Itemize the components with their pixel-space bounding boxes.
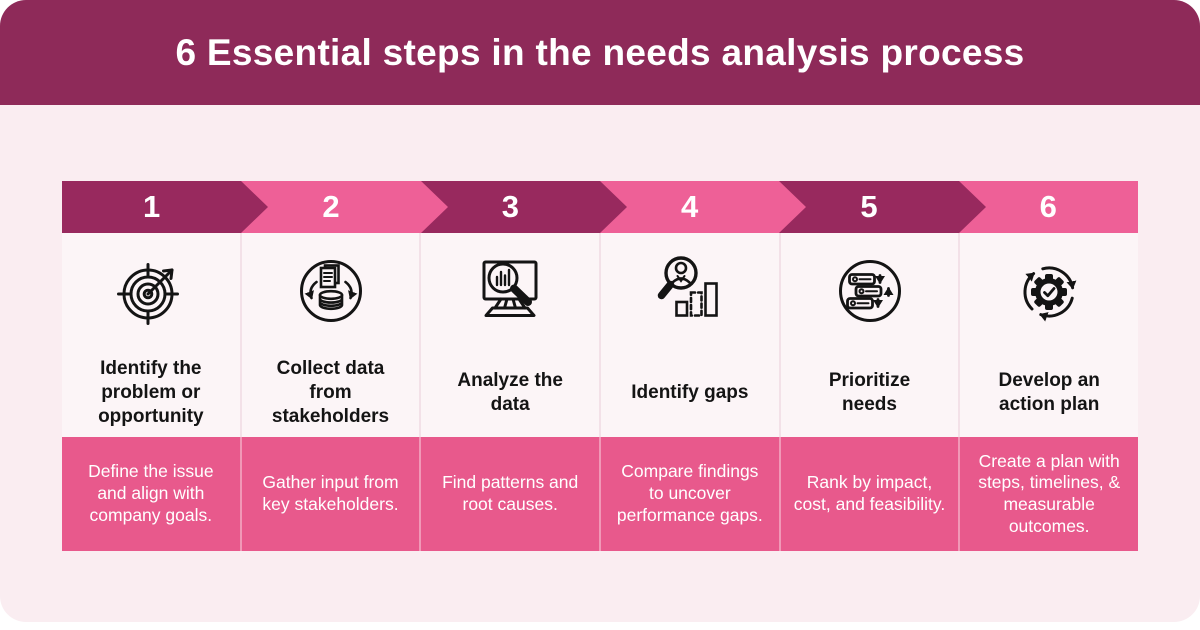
step-arrow-6: 6 — [958, 181, 1138, 233]
step-title: Collect data from stakeholders — [271, 358, 390, 427]
title-cell-1: Identify the problem or opportunity — [62, 349, 240, 437]
step-description: Rank by impact, cost, and feasibility. — [793, 472, 946, 514]
document-database-icon — [295, 255, 367, 327]
step-title: Prioritize needs — [828, 370, 911, 415]
description-cell-4: Compare findings to uncover performance … — [599, 437, 779, 551]
step-number: 4 — [681, 189, 699, 224]
description-cell-1: Define the issue and align with company … — [62, 437, 240, 551]
magnifier-person-bars-icon — [654, 255, 726, 327]
step-arrow-4: 4 — [599, 181, 807, 233]
step-title: Develop an action plan — [998, 370, 1100, 415]
step-description: Find patterns and root causes. — [442, 472, 579, 514]
icon-cell-5 — [778, 233, 959, 349]
icon-cell-6 — [958, 233, 1139, 349]
step-description: Create a plan with steps, timelines, & m… — [978, 450, 1121, 536]
step-title-row: Identify the problem or opportunity Coll… — [62, 349, 1139, 437]
title-cell-3: Analyze the data — [419, 349, 600, 437]
step-title: Identify gaps — [631, 382, 749, 404]
icon-cell-2 — [239, 233, 420, 349]
step-number: 1 — [143, 189, 161, 224]
step-number-row: 1 2 3 4 5 6 — [62, 181, 1138, 233]
description-cell-3: Find patterns and root causes. — [419, 437, 600, 551]
step-arrow-5: 5 — [779, 181, 987, 233]
step-number: 3 — [501, 189, 519, 224]
icon-cell-3 — [419, 233, 600, 349]
header-banner: 6 Essential steps in the needs analysis … — [0, 0, 1200, 105]
monitor-magnifier-chart-icon — [474, 255, 546, 327]
icon-cell-4 — [599, 233, 779, 349]
sort-list-arrows-icon — [834, 255, 906, 327]
step-description: Define the issue and align with company … — [88, 461, 214, 525]
title-cell-5: Prioritize needs — [778, 349, 959, 437]
step-number: 5 — [860, 189, 878, 224]
step-arrow-1: 1 — [62, 181, 269, 233]
gear-cycle-check-icon — [1013, 255, 1085, 327]
title-cell-4: Identify gaps — [599, 349, 779, 437]
step-description: Compare findings to uncover performance … — [616, 461, 763, 525]
step-icon-row — [62, 233, 1139, 349]
icon-cell-1 — [62, 233, 240, 349]
step-title: Identify the problem or opportunity — [98, 358, 204, 427]
description-cell-5: Rank by impact, cost, and feasibility. — [778, 437, 959, 551]
description-cell-6: Create a plan with steps, timelines, & m… — [958, 437, 1139, 551]
target-arrow-icon — [115, 255, 187, 327]
step-arrow-2: 2 — [241, 181, 449, 233]
page-title: 6 Essential steps in the needs analysis … — [175, 31, 1025, 73]
step-title: Analyze the data — [457, 370, 563, 415]
step-number: 2 — [322, 189, 340, 224]
step-arrow-3: 3 — [420, 181, 628, 233]
step-number: 6 — [1039, 189, 1057, 224]
title-cell-2: Collect data from stakeholders — [239, 349, 420, 437]
description-cell-2: Gather input from key stakeholders. — [239, 437, 420, 551]
steps-table: 1 2 3 4 5 6 — [62, 181, 1139, 551]
step-description-row: Define the issue and align with company … — [62, 437, 1139, 551]
step-description: Gather input from key stakeholders. — [262, 472, 399, 514]
title-cell-6: Develop an action plan — [958, 349, 1139, 437]
